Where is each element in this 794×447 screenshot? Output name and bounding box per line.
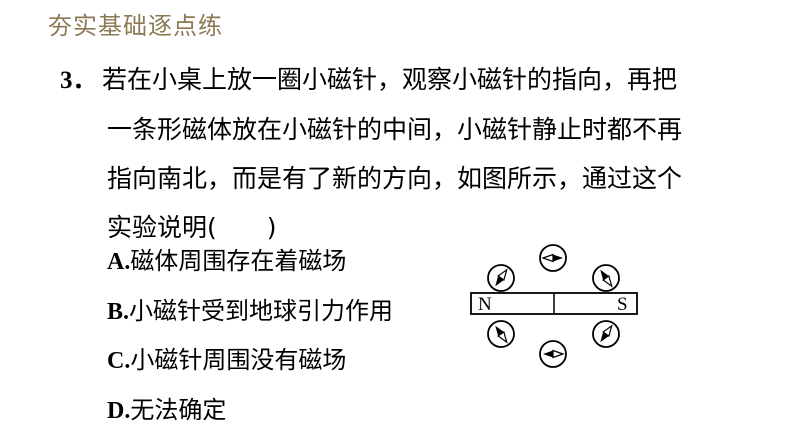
option-a-letter: A. (107, 249, 131, 275)
question-stem: 3．若在小桌上放一圈小磁针，观察小磁针的指向，再把 一条形磁体放在小磁针的中间，… (60, 55, 760, 252)
question-text-line-1: 若在小桌上放一圈小磁针，观察小磁针的指向，再把 (102, 65, 678, 94)
question-text-line-2: 一条形磁体放在小磁针的中间，小磁针静止时都不再 (107, 115, 683, 144)
option-c-letter: C. (107, 348, 131, 374)
option-d-text: 无法确定 (130, 395, 227, 424)
magnet-north-label: N (478, 294, 492, 315)
question-text-line-3: 指向南北，而是有了新的方向，如图所示，通过这个 (107, 164, 683, 193)
compass-needle-icon (539, 244, 567, 272)
option-b[interactable]: B.小磁针受到地球引力作用 (107, 287, 393, 337)
question-text-line-4: 实验说明( ) (107, 213, 277, 242)
question-number: 3． (60, 67, 98, 94)
option-d-letter: D. (107, 397, 131, 424)
option-d[interactable]: D.无法确定 (107, 386, 393, 436)
magnet-compass-figure: N S (465, 242, 645, 372)
question-line-1: 3．若在小桌上放一圈小磁针，观察小磁针的指向，再把 (60, 55, 760, 105)
option-b-letter: B. (107, 298, 130, 325)
option-c[interactable]: C.小磁针周围没有磁场 (107, 336, 393, 386)
compass-needle-icon (592, 264, 620, 292)
compass-needle-icon (592, 320, 620, 348)
option-b-text: 小磁针受到地球引力作用 (129, 296, 394, 325)
compass-needle-icon (487, 320, 515, 348)
bar-magnet-icon: N S (470, 292, 638, 315)
answer-options: A.磁体周围存在着磁场 B.小磁针受到地球引力作用 C.小磁针周围没有磁场 D.… (107, 237, 393, 435)
compass-needle-icon (539, 340, 567, 368)
option-a-text: 磁体周围存在着磁场 (130, 247, 347, 275)
option-a[interactable]: A.磁体周围存在着磁场 (107, 237, 393, 287)
option-c-text: 小磁针周围没有磁场 (130, 346, 347, 374)
section-title: 夯实基础逐点练 (48, 12, 223, 40)
compass-needle-icon (487, 264, 515, 292)
magnet-south-label: S (617, 294, 628, 315)
